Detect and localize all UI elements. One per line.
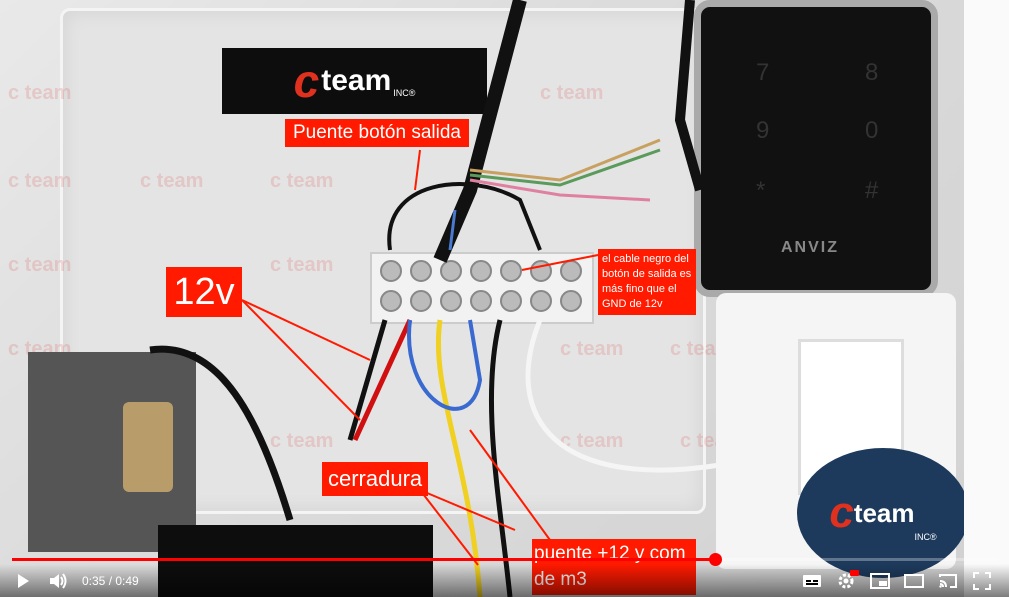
right-strip (964, 0, 1009, 597)
miniplayer-icon (870, 572, 890, 589)
settings-icon (838, 573, 854, 588)
watermark: c team (8, 170, 72, 192)
subtitles-icon (803, 574, 821, 587)
subtitles-button[interactable] (795, 566, 829, 596)
watermark: c team (540, 82, 604, 104)
electric-lock (28, 352, 196, 552)
fullscreen-icon (973, 571, 991, 590)
wiring (149, 0, 721, 597)
watermark: c team (140, 170, 204, 192)
hd-badge-icon (850, 569, 859, 576)
label-puente-boton: Puente botón salida (285, 119, 469, 147)
theater-button[interactable] (897, 566, 931, 596)
team-logo: c team INC® (222, 48, 487, 114)
lock-coil (123, 402, 173, 492)
logo-c-mark: c (293, 55, 320, 107)
watermark: c team (270, 254, 334, 276)
keypad-brand: ANVIZ (781, 239, 839, 256)
watermark: c team (560, 338, 624, 360)
watermark: c team (560, 430, 624, 452)
time-total: 0:49 (115, 573, 139, 588)
watermark: c team (8, 82, 72, 104)
control-bar: 0:35 / 0:49 (0, 564, 1009, 597)
label-nota-cable: el cable negro del botón de salida es má… (598, 249, 696, 315)
watermark: c team (270, 170, 334, 192)
label-12v: 12v (166, 267, 242, 317)
progress-fill (12, 558, 716, 561)
watermark: c team (8, 254, 72, 276)
logo-inc: INC® (393, 88, 416, 98)
miniplayer-button[interactable] (863, 566, 897, 596)
volume-icon (50, 572, 67, 589)
corner-logo-inc: INC® (914, 532, 937, 542)
label-cerradura: cerradura (322, 462, 429, 496)
channel-watermark-logo[interactable]: c team INC® (797, 448, 964, 578)
corner-logo-c: c (829, 488, 854, 537)
play-icon (18, 573, 29, 588)
settings-button[interactable] (829, 566, 863, 596)
fullscreen-button[interactable] (965, 566, 999, 596)
corner-logo-text: team (853, 497, 915, 528)
play-button[interactable] (4, 566, 42, 596)
theater-icon (904, 573, 924, 588)
video-frame[interactable]: c team c team c team c team c team c tea… (0, 0, 964, 597)
progress-bar[interactable] (12, 553, 997, 566)
logo-text: team (321, 64, 392, 97)
progress-scrubber[interactable] (709, 553, 723, 566)
time-current: 0:35 (82, 573, 106, 588)
volume-button[interactable] (42, 566, 74, 596)
cast-button[interactable] (931, 566, 965, 596)
time-display: 0:35 / 0:49 (82, 574, 139, 588)
cast-icon (939, 573, 957, 588)
access-keypad: 7 8 9 0 * # ANVIZ (694, 0, 938, 297)
time-separator: / (105, 573, 116, 588)
watermark: c team (270, 430, 334, 452)
